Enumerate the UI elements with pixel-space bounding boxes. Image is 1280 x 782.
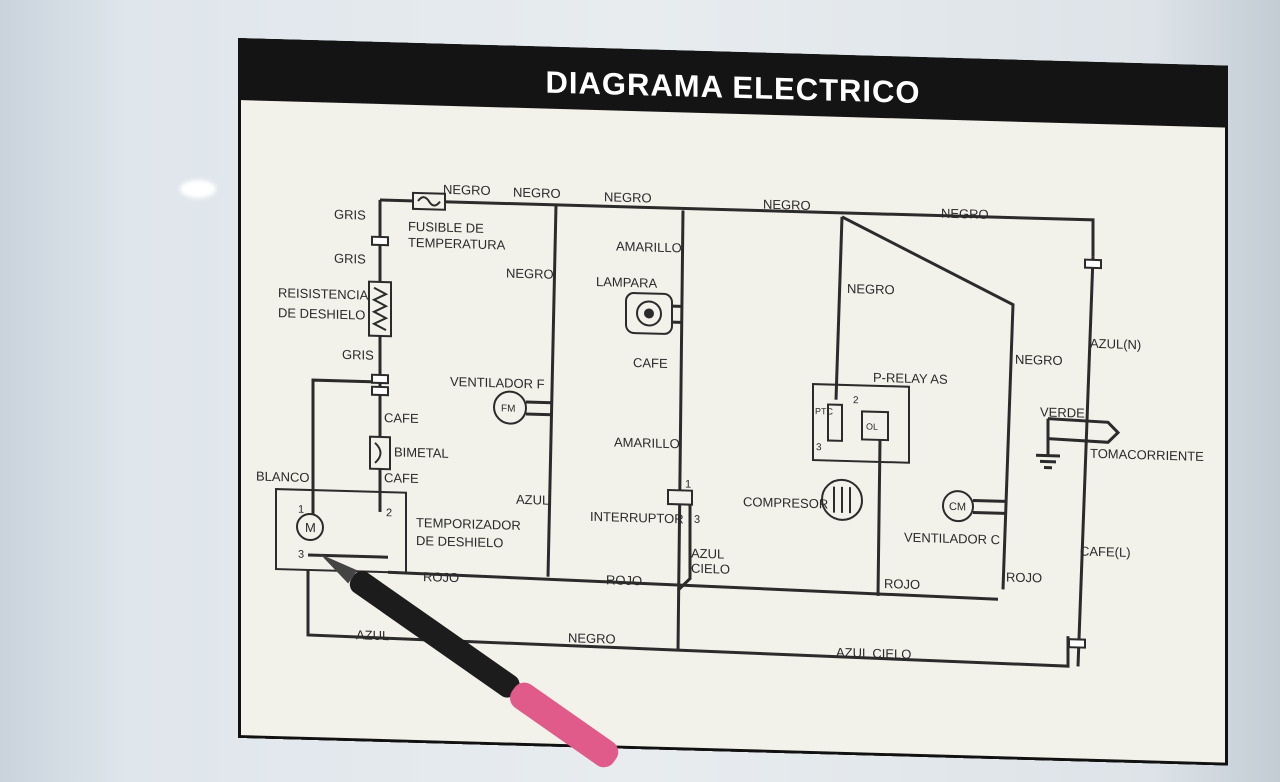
label-pin-2: 2 <box>386 507 392 519</box>
plug-icon <box>1047 417 1121 444</box>
ptc-symbol <box>827 403 843 442</box>
label-azul-bottom: AZUL <box>356 627 389 643</box>
label-azul-vent: AZUL <box>516 492 549 508</box>
door-switch-symbol <box>667 488 693 506</box>
label-azul-n: AZUL(N) <box>1090 336 1141 352</box>
timer-motor-icon <box>296 513 324 542</box>
label-blanco: BLANCO <box>256 469 309 485</box>
label-rojo-1: ROJO <box>423 569 459 585</box>
pen-grip <box>349 571 520 698</box>
label-azul-cielo-bottom: AZUL CIELO <box>836 645 911 662</box>
label-negro-2: NEGRO <box>513 185 561 201</box>
wiring-diagram <box>275 191 1121 668</box>
label-int-pin-1: 1 <box>685 478 691 490</box>
lamp-leads <box>672 304 681 324</box>
label-negro-1: NEGRO <box>443 182 491 198</box>
label-fusible-1: FUSIBLE DE <box>408 219 484 236</box>
amarillo-wire <box>676 210 685 651</box>
label-p-relay: P-RELAY AS <box>873 370 948 387</box>
label-cafe-l: CAFE(L) <box>1080 544 1131 560</box>
ground-icon <box>1036 418 1060 470</box>
label-verde: VERDE <box>1040 404 1085 420</box>
diagram-sheet: DIAGRAMA ELECTRICO <box>238 38 1228 766</box>
connector-gris-1 <box>371 235 389 247</box>
label-temporizador-2: DE DESHIELO <box>416 533 503 550</box>
label-lampara: LAMPARA <box>596 274 657 291</box>
negro-compressor-wire <box>834 216 844 400</box>
lamp-filament-icon <box>644 308 654 319</box>
label-ol: OL <box>866 422 878 432</box>
label-negro-5: NEGRO <box>941 206 989 222</box>
rojo-compressor-wire <box>876 439 882 596</box>
label-relay-pin-2: 2 <box>853 395 859 406</box>
label-rojo-2: ROJO <box>606 572 642 588</box>
label-ventilador-c: VENTILADOR C <box>904 530 1000 548</box>
label-negro-4: NEGRO <box>763 197 811 213</box>
bimetal-curve-icon <box>374 442 382 464</box>
label-compresor: COMPRESOR <box>743 494 828 511</box>
fan-c-icon <box>942 490 974 523</box>
ol-symbol <box>861 410 889 442</box>
label-gris-2: GRIS <box>334 251 366 267</box>
fan-c-leads <box>973 499 1005 515</box>
label-gris-3: GRIS <box>342 347 374 363</box>
label-negro-vent: NEGRO <box>506 265 554 281</box>
label-negro-comp: NEGRO <box>847 281 895 297</box>
fuse-wave-icon <box>417 196 441 207</box>
label-resistencia-1: REISISTENCIA <box>278 285 369 303</box>
label-cm: CM <box>949 501 966 513</box>
label-int-pin-3: 3 <box>694 514 700 526</box>
label-tomacorriente: TOMACORRIENTE <box>1090 446 1204 464</box>
label-azul-cielo-1: AZUL <box>691 546 724 562</box>
label-gris-1: GRIS <box>334 207 366 223</box>
label-resistencia-2: DE DESHIELO <box>278 305 365 322</box>
label-cafe-lamp: CAFE <box>633 355 668 371</box>
label-fusible-2: TEMPERATURA <box>408 235 506 253</box>
connector-cafe <box>371 385 389 397</box>
label-rojo-3: ROJO <box>884 576 920 592</box>
fan-f-icon <box>493 390 527 425</box>
label-pin-3: 3 <box>298 549 304 561</box>
label-cafe-1: CAFE <box>384 410 419 426</box>
rojo-bottom-wire <box>387 570 999 601</box>
power-cord-wire <box>1076 256 1095 667</box>
label-relay-pin-3: 3 <box>816 442 822 453</box>
connector-gris-2 <box>371 373 389 385</box>
label-ventilador-f: VENTILADOR F <box>450 374 545 392</box>
label-azul-cielo-2: CIELO <box>691 561 730 577</box>
label-amarillo-2: AMARILLO <box>614 435 680 452</box>
label-ptc: PTC <box>815 406 833 417</box>
connector-cafe-l <box>1068 638 1086 649</box>
negro-vent-c-wire <box>841 215 1015 590</box>
label-temporizador-1: TEMPORIZADOR <box>416 515 521 533</box>
label-pin-1: 1 <box>298 504 304 516</box>
heater-coil-icon <box>371 286 389 332</box>
diagram-labels: NEGRO NEGRO NEGRO NEGRO NEGRO NEGRO NEGR… <box>256 182 1204 662</box>
azul-cielo-wire <box>676 504 692 592</box>
fan-f-leads <box>526 400 552 417</box>
screen-glare <box>180 180 216 198</box>
label-motor-m: M <box>305 520 316 535</box>
label-rojo-4: ROJO <box>1006 569 1042 585</box>
pen-tip <box>320 554 358 584</box>
azul-bottom-wire <box>306 569 1070 668</box>
label-fm: FM <box>501 403 515 414</box>
blanco-wire <box>311 378 380 491</box>
label-negro-3: NEGRO <box>604 189 652 205</box>
label-cafe-2: CAFE <box>384 470 419 486</box>
negro-fan-wire <box>546 204 558 577</box>
label-amarillo-1: AMARILLO <box>616 239 682 256</box>
label-bimetal: BIMETAL <box>394 444 449 461</box>
label-negro-right: NEGRO <box>1015 352 1063 368</box>
label-negro-bottom: NEGRO <box>568 630 616 646</box>
p-relay-box <box>812 383 910 464</box>
connector-azul <box>1084 258 1102 270</box>
lamp-bulb-icon <box>636 300 662 327</box>
label-interruptor: INTERRUPTOR <box>590 509 684 527</box>
compressor-windings-icon <box>833 486 851 514</box>
